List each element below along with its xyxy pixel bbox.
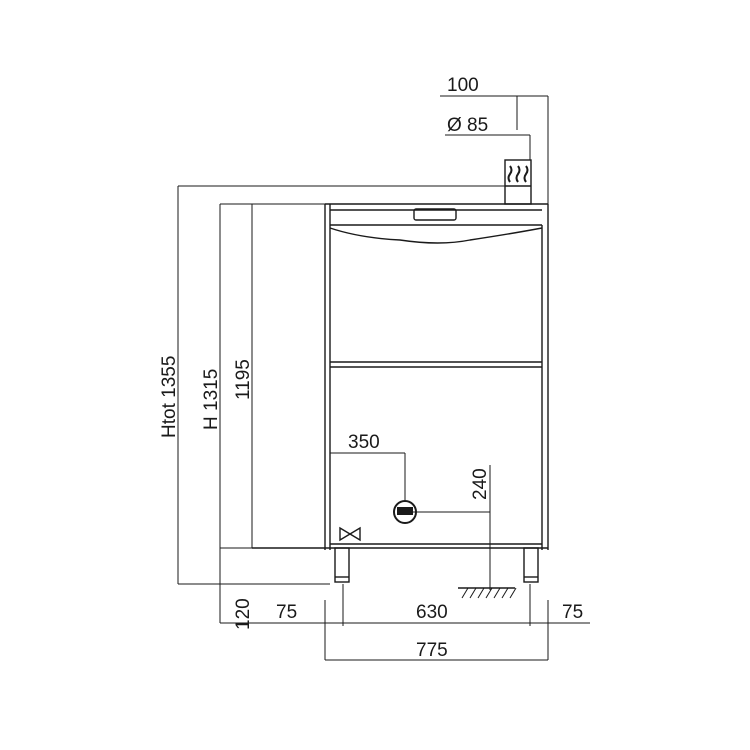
leg-span-label: 630 bbox=[416, 602, 448, 623]
chimney bbox=[504, 159, 532, 205]
right-offset-label: 75 bbox=[562, 602, 583, 623]
steam-icon bbox=[507, 165, 529, 183]
total-height-label: Htot 1355 bbox=[159, 356, 180, 438]
valve-icon bbox=[339, 526, 361, 542]
dimension-lines bbox=[177, 95, 590, 661]
height-label: H 1315 bbox=[201, 369, 222, 430]
drain-height-label: 240 bbox=[470, 468, 491, 500]
hood-handle bbox=[413, 208, 457, 221]
drain-outlet-icon bbox=[393, 500, 417, 524]
left-offset-label: 75 bbox=[276, 602, 297, 623]
machine-body bbox=[252, 203, 549, 550]
chimney-offset-label: 100 bbox=[447, 75, 479, 96]
drain-offset-label: 350 bbox=[348, 432, 380, 453]
ground-hatch-icon bbox=[458, 587, 517, 599]
leg-height-label: 120 bbox=[233, 598, 254, 630]
chimney-diameter-label: Ø 85 bbox=[447, 115, 488, 136]
legs bbox=[334, 547, 539, 583]
total-width-label: 775 bbox=[416, 640, 448, 661]
body-height-label: 1195 bbox=[233, 359, 254, 400]
